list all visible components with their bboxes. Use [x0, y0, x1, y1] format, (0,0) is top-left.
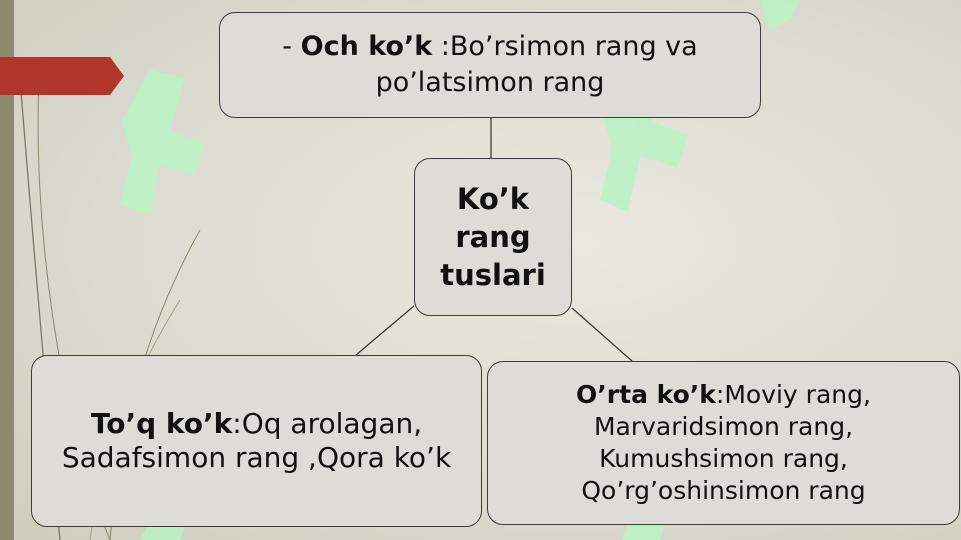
- left-description: :Oq arolagan, Sadafsimon rang ,Qora ko’k: [61, 407, 452, 474]
- right-line-4: Qo’rg’oshinsimon rang: [581, 476, 866, 505]
- center-title: Ko’k rang tuslari: [440, 180, 546, 294]
- box-toq-kok-text: To’q ko’k:Oq arolagan, Sadafsimon rang ,…: [56, 407, 457, 475]
- right-line-1-text: :Moviy rang,: [715, 380, 871, 409]
- left-side-bar: [0, 0, 14, 540]
- center-line-2: rang: [455, 220, 531, 254]
- top-description: :Bo’rsimon rang va po’latsimon rang: [375, 31, 698, 98]
- box-orta-kok: O’rta ko’k:Moviy rang, Marvaridsimon ran…: [487, 361, 960, 525]
- right-line-3: Kumushsimon rang,: [599, 444, 848, 473]
- box-och-kok-text: - Och ko’k :Bo’rsimon rang va po’latsimo…: [240, 29, 740, 101]
- top-prefix: -: [282, 31, 301, 62]
- box-toq-kok: To’q ko’k:Oq arolagan, Sadafsimon rang ,…: [31, 355, 482, 527]
- right-line-2: Marvaridsimon rang,: [593, 412, 854, 441]
- center-line-3: tuslari: [440, 258, 546, 292]
- center-line-1: Ko’k: [456, 182, 530, 216]
- left-bold-label: To’q ko’k: [90, 407, 233, 440]
- right-bold-label: O’rta ko’k: [576, 380, 716, 409]
- red-arrow-tab: [0, 57, 124, 95]
- right-line-1: O’rta ko’k:Moviy rang,: [576, 379, 871, 411]
- top-bold-label: Och ko’k: [300, 31, 433, 62]
- box-och-kok: - Och ko’k :Bo’rsimon rang va po’latsimo…: [219, 12, 761, 118]
- box-kok-rang-tuslari: Ko’k rang tuslari: [414, 158, 572, 316]
- box-orta-kok-text: O’rta ko’k:Moviy rang, Marvaridsimon ran…: [576, 379, 871, 507]
